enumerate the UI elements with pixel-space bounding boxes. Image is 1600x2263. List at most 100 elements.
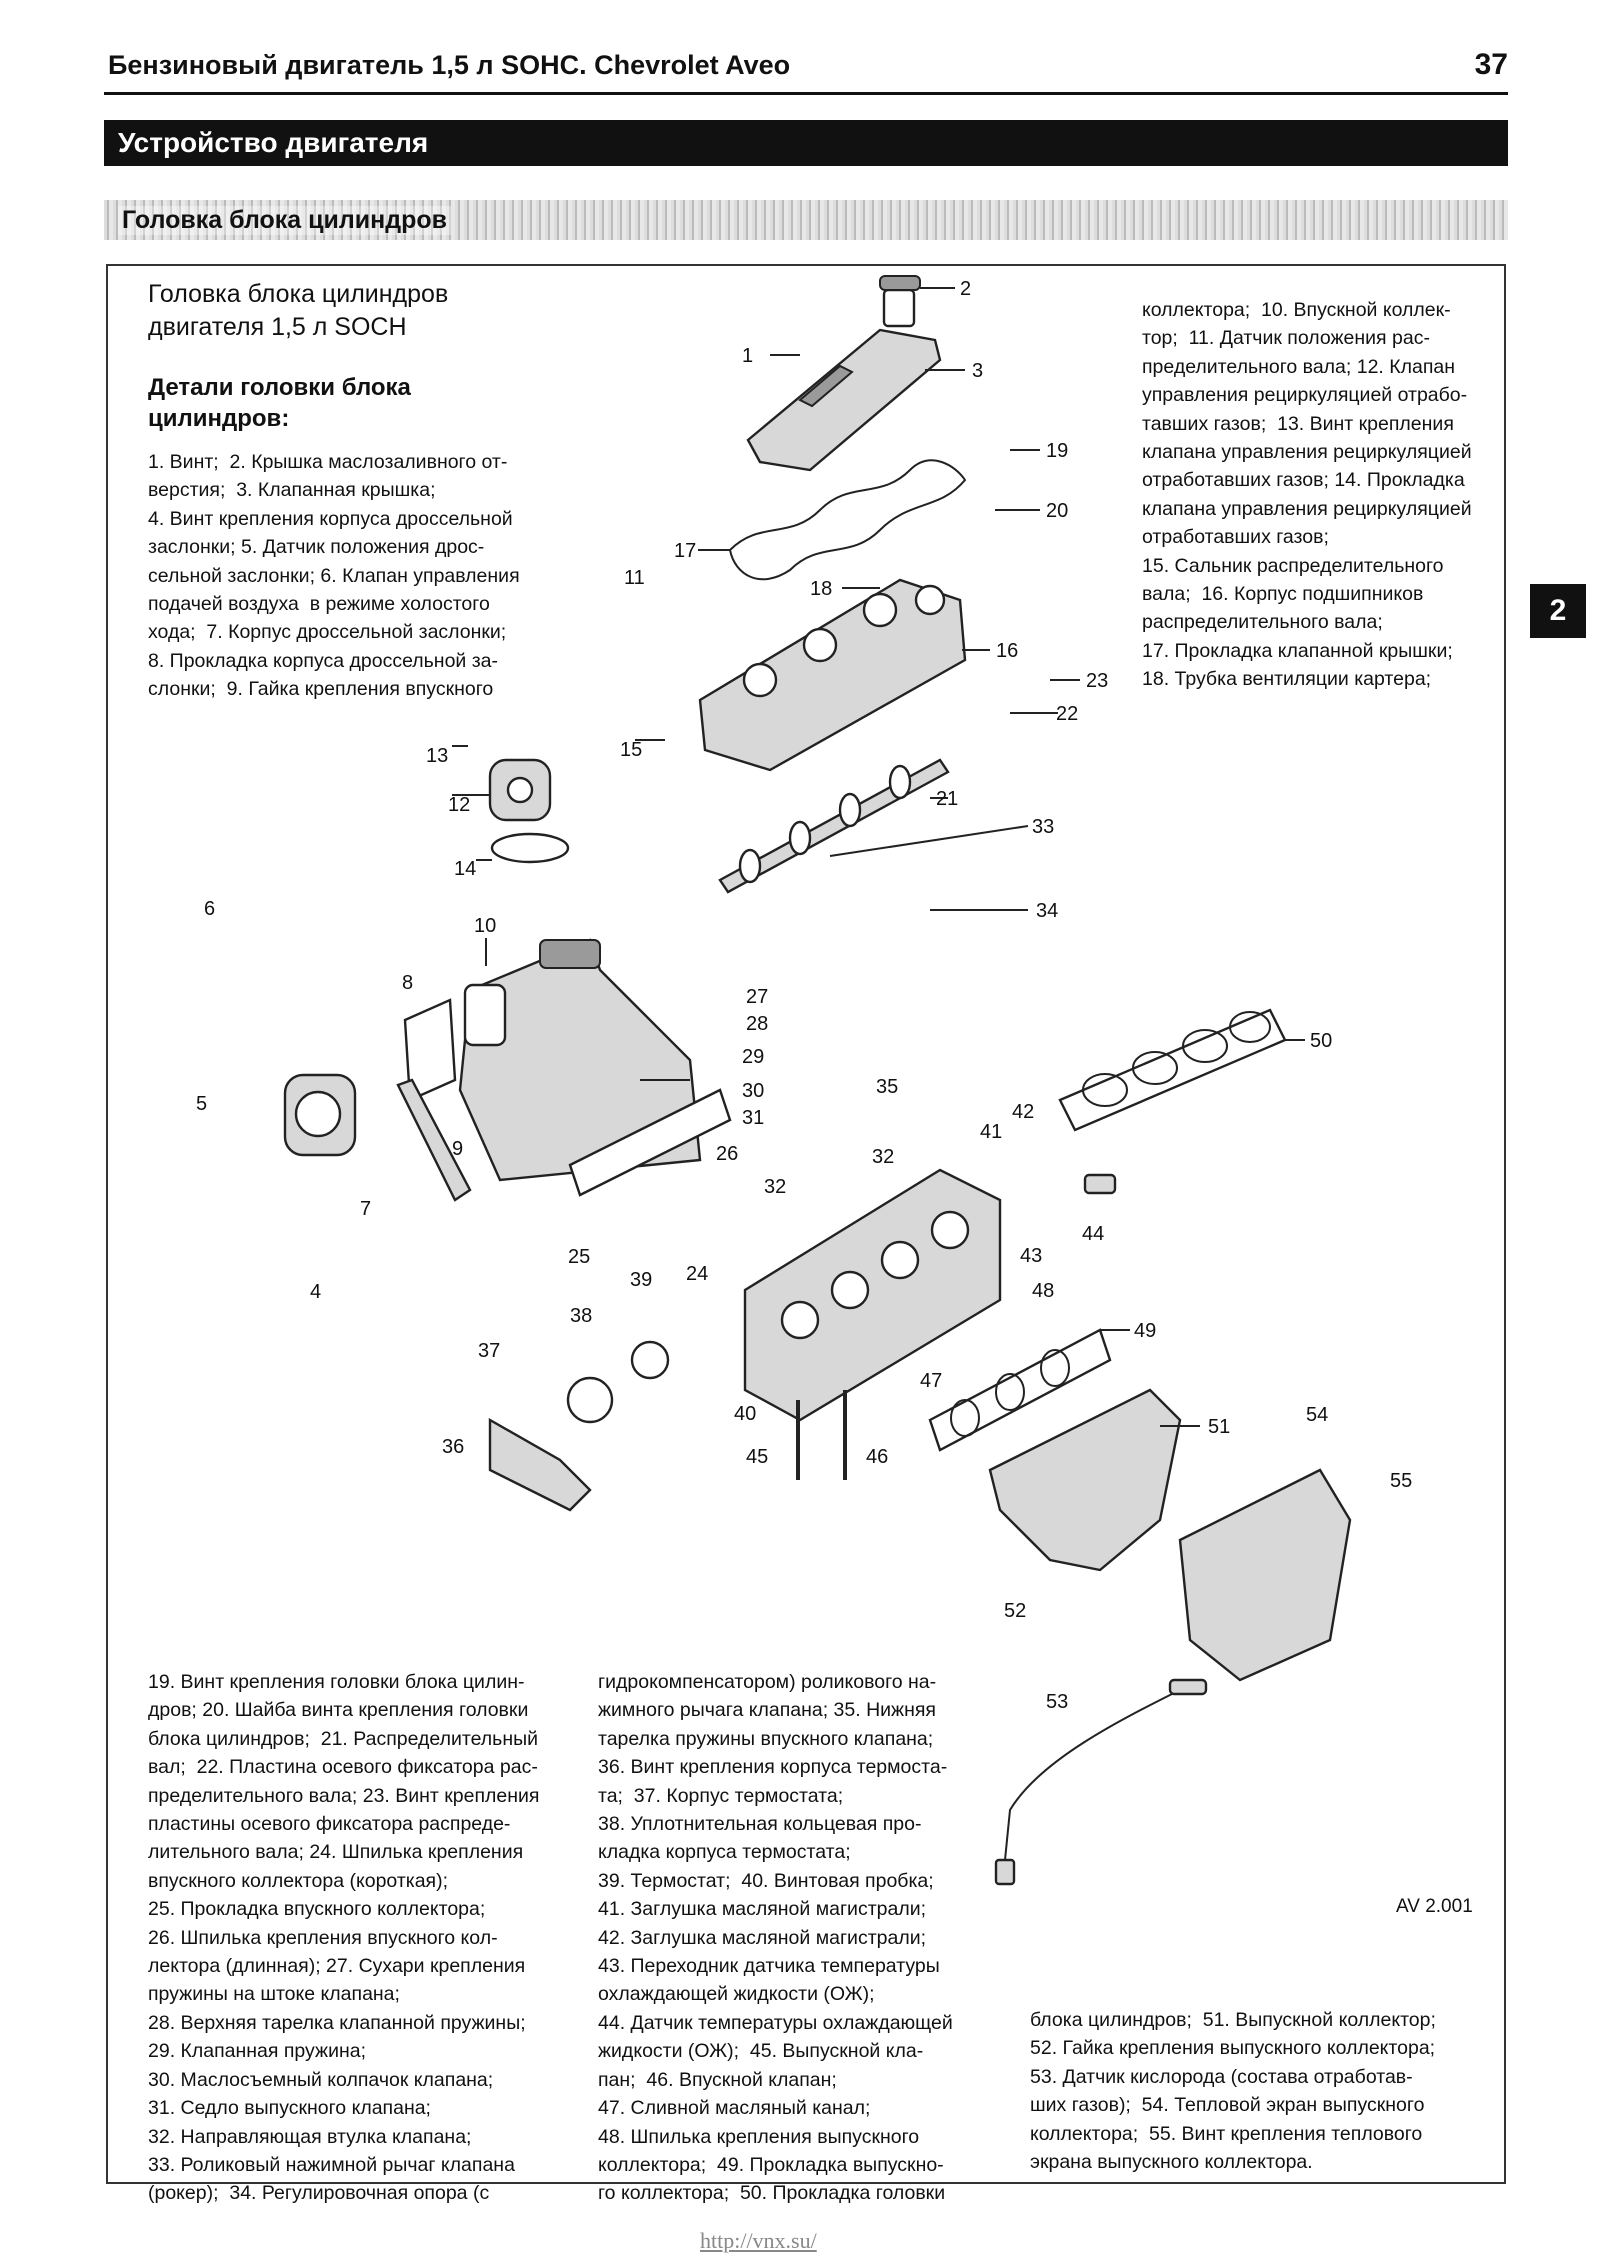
legend-line: 29. Клапанная пружина; (148, 2040, 366, 2063)
callout-36: 36 (442, 1436, 464, 1458)
legend-line: коллектора; 10. Впускной коллек- (1142, 299, 1451, 321)
thermostat-housing (488, 1340, 670, 1512)
legend-line: впускного коллектора (короткая); (148, 1869, 449, 1892)
callout-54: 54 (1306, 1404, 1328, 1426)
legend-line: 32. Направляющая втулка клапана; (148, 2125, 472, 2148)
legend-line: экрана выпускного коллектора. (1030, 2151, 1313, 2174)
legend-line: жимного рычага клапана; 35. Нижняя (598, 1699, 936, 1722)
legend-line: 18. Трубка вентиляции картера; (1142, 668, 1432, 691)
callout-3: 3 (972, 360, 983, 382)
legend-line: 19. Винт крепления головки блока цилин- (148, 1671, 525, 1693)
throttle-body-gasket (403, 998, 457, 1102)
legend-line: 48. Шпилька крепления выпускного (598, 2125, 920, 2148)
legend-line: ших газов); 54. Тепловой экран выпускног… (1030, 2094, 1425, 2117)
legend-line: 44. Датчик температуры охлаждающей (598, 2011, 953, 2034)
legend-line: 39. Термостат; 40. Винтовая пробка; (598, 1869, 934, 1892)
legend-line: блока цилиндров; 51. Выпускной коллектор… (1030, 2009, 1436, 2031)
legend-line: 28. Верхняя тарелка клапанной пружины; (148, 2011, 526, 2034)
callout-15: 15 (620, 739, 642, 761)
callout-labels: 1 2 3 4 5 6 7 8 9 10 11 12 13 14 15 16 1… (196, 278, 1412, 1713)
legend-line: пределительного вала; 12. Клапан (1142, 355, 1455, 378)
callout-6: 6 (204, 898, 215, 920)
legend-line: пан; 46. Впускной клапан; (598, 2068, 837, 2091)
callout-31: 31 (742, 1107, 764, 1129)
cam-bearing-housing (698, 578, 967, 772)
callout-35: 35 (876, 1076, 898, 1098)
legend-line: дров; 20. Шайба винта крепления головки (148, 1699, 529, 1722)
callout-16: 16 (996, 640, 1018, 662)
legend-line: 31. Седло выпускного клапана; (148, 2097, 431, 2120)
heat-shield (1178, 1468, 1352, 1682)
oxygen-sensor (994, 1678, 1208, 1886)
footer-url[interactable]: http://vnx.su/ (700, 2228, 817, 2253)
legend-line: 25. Прокладка впускного коллектора; (148, 1898, 486, 1921)
legend-line: 41. Заглушка масляной магистрали; (598, 1898, 927, 1921)
legend-line: пластины осевого фиксатора распреде- (148, 1813, 511, 1836)
header-title: Бензиновый двигатель 1,5 л SOHC. Chevrol… (108, 50, 791, 80)
callout-30: 30 (742, 1080, 764, 1102)
callout-46: 46 (866, 1446, 888, 1468)
callout-25: 25 (568, 1246, 590, 1268)
callout-41: 41 (980, 1121, 1002, 1143)
legend-line: подачей воздуха в режиме холостого (148, 593, 490, 616)
legend-line: 36. Винт крепления корпуса термоста- (598, 1756, 948, 1779)
legend-line: управления рециркуляцией отрабо- (1142, 384, 1468, 407)
callout-12: 12 (448, 794, 470, 816)
callout-39: 39 (630, 1269, 652, 1291)
legend-line: 42. Заглушка масляной магистрали; (598, 1926, 927, 1949)
callout-13: 13 (426, 745, 448, 767)
legend-line: хода; 7. Корпус дроссельной заслонки; (148, 621, 507, 644)
legend-line: 26. Шпилька крепления впускного кол- (148, 1926, 498, 1949)
legend-line: тарелка пружины впускного клапана; (598, 1727, 934, 1750)
legend-line: 43. Переходник датчика температуры (598, 1955, 940, 1978)
legend-line: жидкости (ОЖ); 45. Выпускной кла- (598, 2040, 924, 2063)
legend-line: сельной заслонки; 6. Клапан управления (148, 564, 520, 587)
legend-line: отработавших газов; 14. Прокладка (1142, 469, 1465, 492)
callout-52: 52 (1004, 1600, 1026, 1622)
head-gasket (1058, 1008, 1287, 1132)
legend-line: слонки; 9. Гайка крепления впускного (148, 678, 494, 701)
callout-33: 33 (1032, 816, 1054, 838)
legend-line: 30. Маслосъемный колпачок клапана; (148, 2068, 494, 2091)
legend-line: заслонки; 5. Датчик положения дрос- (148, 536, 485, 559)
legend-line: вала; 16. Корпус подшипников (1142, 583, 1424, 606)
valve-cover-gasket (728, 459, 967, 581)
callout-20: 20 (1046, 500, 1068, 522)
callout-4: 4 (310, 1281, 321, 1303)
header-divider (104, 92, 1508, 95)
legend-line: 52. Гайка крепления выпускного коллектор… (1030, 2037, 1436, 2060)
legend-block-3: 19. Винт крепления головки блока цилин-д… (148, 1668, 540, 2208)
cylinder-head (743, 1168, 1002, 1422)
legend-line: пределительного вала; 23. Винт крепления (148, 1784, 540, 1807)
intake-gasket (568, 1088, 732, 1197)
callout-2: 2 (960, 278, 971, 300)
callout-32b: 32 (872, 1146, 894, 1168)
callout-1: 1 (742, 345, 753, 367)
callout-45: 45 (746, 1446, 768, 1468)
legend-line: коллектора; 55. Винт крепления теплового (1030, 2122, 1423, 2145)
legend-line: 33. Роликовый нажимной рычаг клапана (148, 2153, 515, 2176)
callout-24: 24 (686, 1263, 708, 1285)
coolant-temp-sensor (1083, 1173, 1117, 1195)
callout-48: 48 (1032, 1280, 1054, 1302)
figure-code: AV 2.001 (1396, 1896, 1473, 1917)
callout-28: 28 (746, 1013, 768, 1035)
exhaust-manifold (988, 1388, 1182, 1572)
egr-valve (488, 758, 570, 864)
callout-40: 40 (734, 1403, 756, 1425)
camshaft (718, 758, 950, 894)
legend-line: блока цилиндров; 21. Распределительный (148, 1727, 539, 1750)
legend-line: тор; 11. Датчик положения рас- (1142, 327, 1430, 350)
callout-38: 38 (570, 1305, 592, 1327)
legend-block-4: гидрокомпенсатором) роликового на-жимног… (598, 1668, 953, 2208)
legend-line: лительного вала; 24. Шпилька крепления (148, 1841, 524, 1864)
callout-29: 29 (742, 1046, 764, 1068)
legend-line: тавших газов; 13. Винт крепления (1142, 412, 1454, 435)
callout-14: 14 (454, 858, 476, 880)
legend-line: отработавших газов; (1142, 526, 1329, 549)
callout-5: 5 (196, 1093, 207, 1115)
legend-line: коллектора; 49. Прокладка выпускно- (598, 2153, 944, 2176)
parts-heading: Детали головки блока цилиндров: (148, 374, 411, 432)
legend-line: 47. Сливной масляный канал; (598, 2097, 871, 2120)
legend-line: 15. Сальник распределительного (1142, 554, 1444, 577)
